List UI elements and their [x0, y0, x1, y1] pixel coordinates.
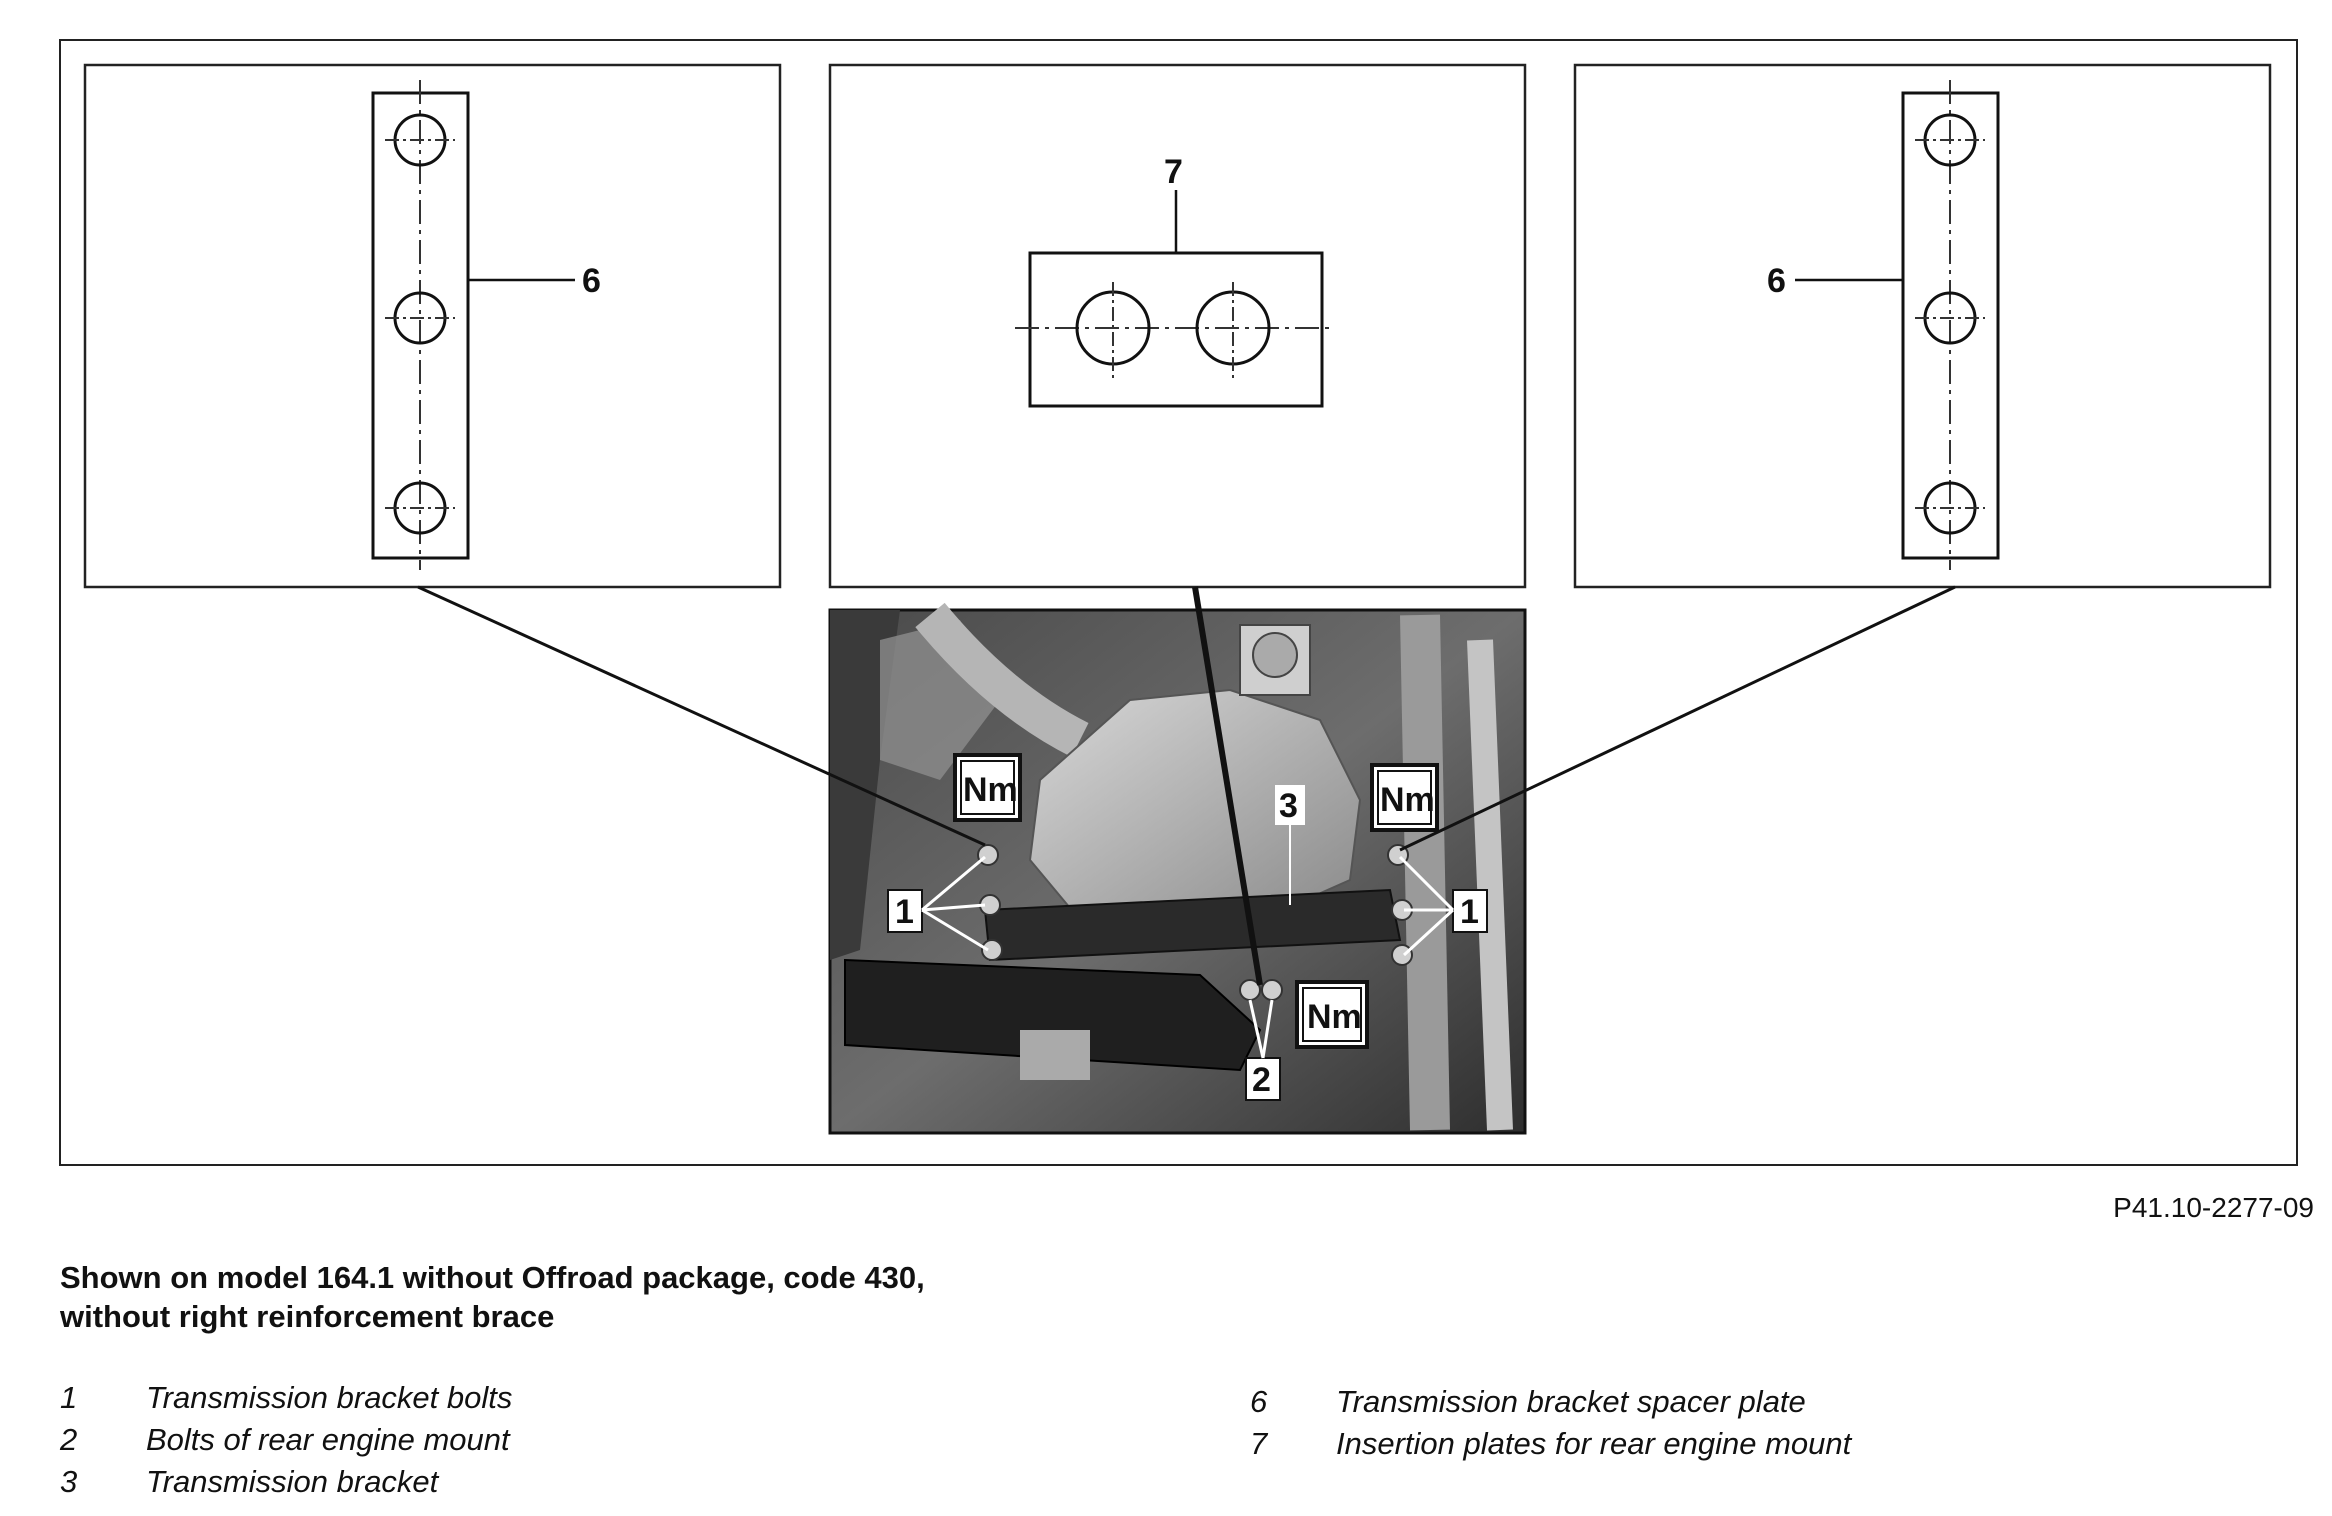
- legend-right: 6 Transmission bracket spacer plate 7 In…: [1250, 1381, 1851, 1465]
- callout-1-right: 1: [1398, 855, 1488, 957]
- outer-frame: [59, 39, 2298, 1166]
- callout-3: 3: [1275, 785, 1305, 905]
- legend-text: Transmission bracket: [146, 1464, 439, 1499]
- detail-box-center: 7: [828, 63, 1527, 589]
- torque-symbol-center: Nm: [1295, 980, 1369, 1049]
- insertion-plate: [1028, 251, 1324, 408]
- legend-number: 1: [60, 1380, 78, 1415]
- legend-item: 7 Insertion plates for rear engine mount: [1250, 1423, 1851, 1465]
- torque-symbol-right: Nm: [1370, 763, 1439, 832]
- svg-text:2: 2: [1252, 1061, 1271, 1099]
- legend-item: 6 Transmission bracket spacer plate: [1250, 1381, 1851, 1423]
- bolt-hole-icon: [1915, 481, 1985, 535]
- svg-text:Nm: Nm: [1307, 998, 1362, 1036]
- caption-line-2: without right reinforcement brace: [60, 1299, 555, 1334]
- figure-reference-code: P41.10-2277-09: [2113, 1192, 2314, 1223]
- callout-2: 2: [1245, 999, 1281, 1101]
- callout-7: 7: [1164, 153, 1183, 191]
- legend-text: Bolts of rear engine mount: [146, 1422, 510, 1457]
- legend-number: 7: [1250, 1426, 1268, 1461]
- callout-6-left: 6: [582, 262, 601, 300]
- connector-left: [417, 585, 986, 847]
- caption-line-1: Shown on model 164.1 without Offroad pac…: [60, 1260, 925, 1295]
- legend-item: 3 Transmission bracket: [60, 1461, 512, 1503]
- figure-caption: Shown on model 164.1 without Offroad pac…: [60, 1258, 925, 1336]
- legend-number: 6: [1250, 1384, 1268, 1419]
- connector-center: [1192, 586, 1263, 986]
- legend-item: 2 Bolts of rear engine mount: [60, 1419, 512, 1461]
- legend-number: 3: [60, 1464, 78, 1499]
- detail-box-left: 6: [83, 63, 782, 589]
- legend-text: Transmission bracket bolts: [146, 1380, 513, 1415]
- callout-1-left: 1: [887, 855, 989, 952]
- legend-item: 1 Transmission bracket bolts: [60, 1377, 512, 1419]
- legend-left: 1 Transmission bracket bolts 2 Bolts of …: [60, 1377, 512, 1503]
- bolt-hole-icon: [1915, 291, 1985, 345]
- bolt-hole-icon: [1075, 282, 1151, 378]
- legend-text: Insertion plates for rear engine mount: [1336, 1426, 1852, 1461]
- legend-number: 2: [60, 1422, 78, 1457]
- legend-text: Transmission bracket spacer plate: [1336, 1384, 1806, 1419]
- bolt-hole-icon: [385, 113, 455, 167]
- svg-text:1: 1: [895, 893, 914, 931]
- bolt-hole-icon: [385, 291, 455, 345]
- bolt-hole-icon: [1195, 282, 1271, 378]
- svg-text:1: 1: [1460, 893, 1479, 931]
- underbody-photo: [828, 602, 1527, 1135]
- torque-symbol-left: Nm: [953, 753, 1022, 822]
- detail-box-right: 6: [1573, 63, 2272, 589]
- svg-text:Nm: Nm: [963, 771, 1018, 809]
- svg-text:3: 3: [1279, 787, 1298, 825]
- svg-text:Nm: Nm: [1380, 781, 1435, 819]
- bolt-hole-icon: [1915, 113, 1985, 167]
- bolt-hole-icon: [385, 481, 455, 535]
- callout-6-right: 6: [1767, 262, 1786, 300]
- connector-right: [1399, 585, 1956, 852]
